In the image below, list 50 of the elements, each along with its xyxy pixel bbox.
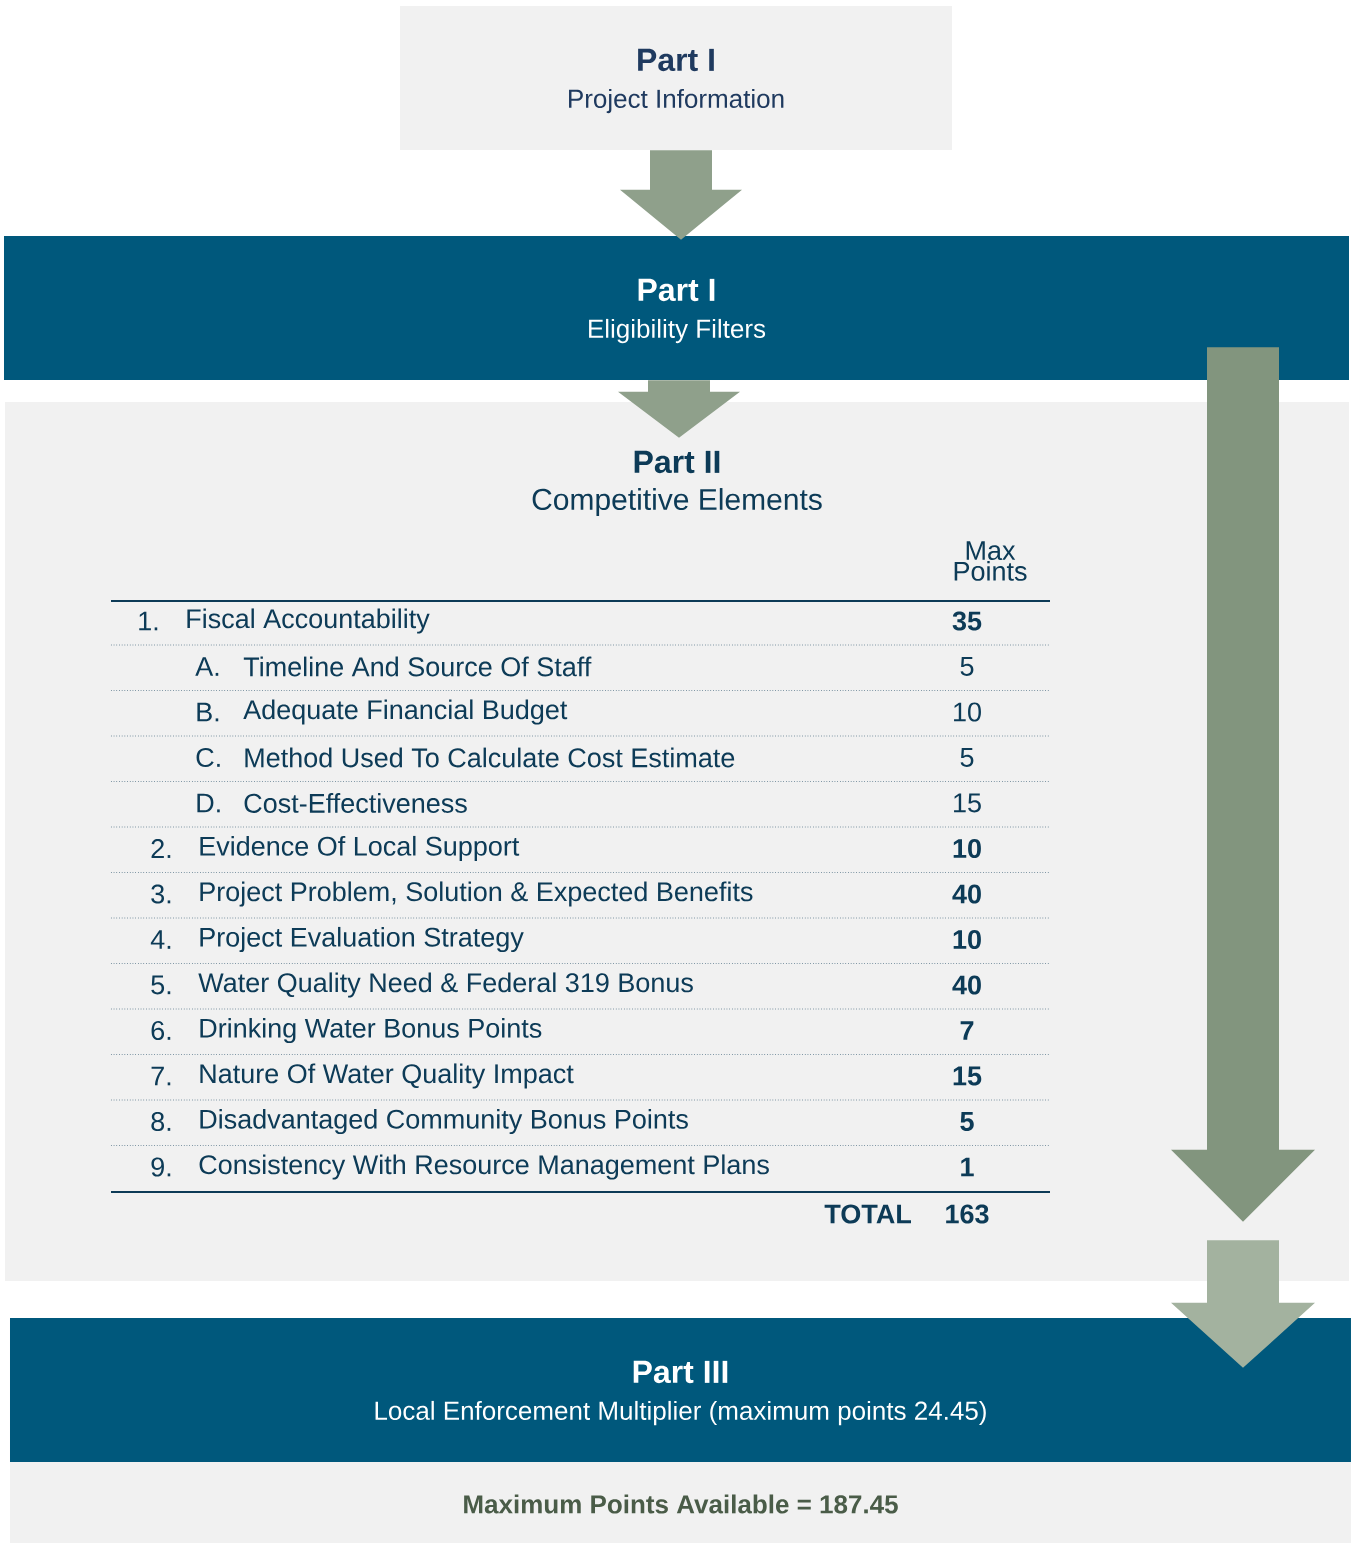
points-value: 15 [954,793,981,813]
total-label: TOTAL [824,1204,911,1224]
total-value: 163 [946,1204,989,1224]
list-number: D. [197,793,220,813]
arrow [620,150,742,240]
criterion-text: Adequate Financial Budget [243,699,568,725]
list-number: 9. [151,1157,171,1177]
column-header: Max Points [954,541,1027,581]
criterion-text: Project Evaluation Strategy [200,926,524,953]
points-value: 15 [953,1066,982,1086]
list-number: 1. [139,611,158,631]
points-value: 35 [952,611,982,631]
criterion-text: Method Used To Calculate Cost Estimate [245,747,735,768]
arrow [1171,347,1315,1222]
list-number: 4. [150,930,171,949]
section-band: Part III Local Enforcement Multiplier (maximum points 24.45) [10,1318,1351,1462]
points-value: 40 [952,884,981,904]
list-number: B. [197,702,219,722]
points-value: 5 [960,748,974,767]
section-band: Part I Eligibility Filters [4,236,1349,380]
points-value: 40 [952,975,981,995]
list-number: A. [195,657,219,676]
criterion-text: Consistency With Resource Management Plans [199,1154,769,1180]
criterion-text: Cost-Effectiveness [244,793,467,813]
arrow [1171,1240,1315,1368]
points-value: 5 [960,657,974,676]
points-value: 10 [953,929,981,950]
criterion-text: Nature Of Water Quality Impact [200,1063,574,1089]
points-value: 5 [960,1112,974,1131]
criterion-text: Evidence Of Local Support [200,835,520,862]
criterion-text: Fiscal Accountability [187,608,430,634]
points-value: 10 [953,838,981,859]
result-band: Maximum Points Available = 187.45 [10,1462,1351,1543]
list-number: 5. [151,975,171,995]
criterion-text: Timeline And Source Of Staff [243,656,592,677]
info-box: Part I Project Information [400,6,952,150]
points-value: 7 [960,1021,974,1040]
criterion-text: Project Problem, Solution & Expected Benefits [200,881,753,907]
criterion-text: Water Quality Need & Federal 319 Bonus [198,972,693,998]
list-number: 3. [151,884,171,904]
arrow [618,380,740,438]
list-number: C. [196,747,220,768]
points-value: 1 [961,1157,974,1177]
list-number: 8. [151,1111,171,1132]
list-number: 2. [151,839,171,858]
criterion-text: Drinking Water Bonus Points [200,1017,542,1044]
points-value: 10 [954,702,981,722]
list-number: 7. [151,1066,171,1086]
list-number: 6. [151,1020,171,1041]
criterion-text: Disadvantaged Community Bonus Points [200,1108,688,1135]
